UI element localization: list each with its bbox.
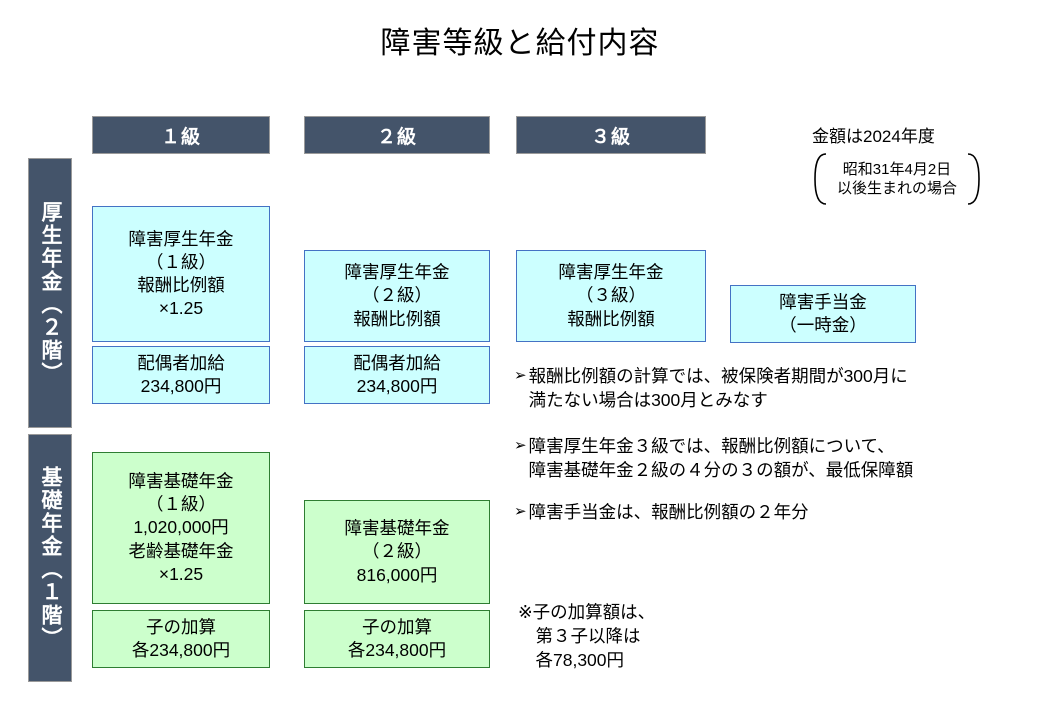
benefit-box-kiso-grade1: 障害基礎年金 （１級） 1,020,000円 老齢基礎年金 ×1.25 [92,452,270,604]
benefit-box-kiso-grade2-child-text: 子の加算 各234,800円 [347,616,447,660]
benefit-box-disability-allowance: 障害手当金 （一時金） [730,285,916,343]
bullet-item-2: ➢ 障害厚生年金３級では、報酬比例額について、 障害基礎年金２級の４分の３の額が… [514,434,1034,482]
benefit-box-kosei-grade3-text: 障害厚生年金 （３級） 報酬比例額 [558,262,664,329]
bullet-item-1: ➢ 報酬比例額の計算では、被保険者期間が300月に 満たない場合は300月とみな… [514,364,1034,412]
benefit-box-kiso-grade1-child-text: 子の加算 各234,800円 [131,616,231,660]
benefit-box-kosei-grade1-spouse-text: 配偶者加給 234,800円 [137,352,225,396]
bullet-item-2-text: 障害厚生年金３級では、報酬比例額について、 障害基礎年金２級の４分の３の額が、最… [528,436,914,481]
tier-label-kosei: 厚生年金（２階） [28,158,72,428]
benefit-box-kosei-grade2-spouse-text: 配偶者加給 234,800円 [353,352,441,396]
benefit-box-kosei-grade1-spouse: 配偶者加給 234,800円 [92,346,270,404]
grade-header-2-label: ２級 [376,126,417,148]
benefit-box-kiso-grade1-child: 子の加算 各234,800円 [92,610,270,668]
bullet-item-1-text: 報酬比例額の計算では、被保険者期間が300月に 満たない場合は300月とみなす [528,366,908,411]
benefit-box-kosei-grade2-text: 障害厚生年金 （２級） 報酬比例額 [344,262,450,329]
birthdate-bracket-note: 昭和31年4月2日 以後生まれの場合 [812,152,982,206]
benefit-box-kiso-grade2-text: 障害基礎年金 （２級） 816,000円 [344,518,450,585]
benefit-box-kosei-grade1-text: 障害厚生年金 （１級） 報酬比例額 ×1.25 [128,228,234,319]
benefit-box-kosei-grade2: 障害厚生年金 （２級） 報酬比例額 [304,250,490,342]
grade-header-3: ３級 [516,116,706,154]
tier-label-kosei-text: 厚生年金（２階） [39,201,63,385]
birthdate-bracket-note-text: 昭和31年4月2日 以後生まれの場合 [836,160,957,198]
benefit-box-kiso-grade1-text: 障害基礎年金 （１級） 1,020,000円 老齢基礎年金 ×1.25 [128,471,234,584]
grade-header-3-label: ３級 [590,126,631,148]
benefit-box-kosei-grade2-spouse: 配偶者加給 234,800円 [304,346,490,404]
bullet-item-3-text: 障害手当金は、報酬比例額の２年分 [528,502,809,522]
tier-label-kiso-text: 基礎年金（１階） [39,466,63,650]
benefit-box-kiso-grade2-child: 子の加算 各234,800円 [304,610,490,668]
grade-header-1: １級 [92,116,270,154]
child-addition-footnote: ※子の加算額は、 第３子以降は 各78,300円 [518,602,656,671]
benefit-box-kiso-grade2: 障害基礎年金 （２級） 816,000円 [304,500,490,604]
grade-header-1-label: １級 [160,126,201,148]
bullet-marker-icon-2: ➢ [514,437,527,454]
tier-label-kiso: 基礎年金（１階） [28,434,72,682]
bullet-marker-icon-1: ➢ [514,367,527,384]
benefit-box-kosei-grade3: 障害厚生年金 （３級） 報酬比例額 [516,250,706,342]
benefit-box-kosei-grade1: 障害厚生年金 （１級） 報酬比例額 ×1.25 [92,206,270,342]
grade-header-2: ２級 [304,116,490,154]
bullet-item-3: ➢ 障害手当金は、報酬比例額の２年分 [514,500,1034,524]
benefit-box-disability-allowance-text: 障害手当金 （一時金） [779,291,867,335]
year-note: 金額は2024年度 [812,127,935,146]
bullet-marker-icon-3: ➢ [514,503,527,520]
page-title: 障害等級と給付内容 [380,27,660,60]
